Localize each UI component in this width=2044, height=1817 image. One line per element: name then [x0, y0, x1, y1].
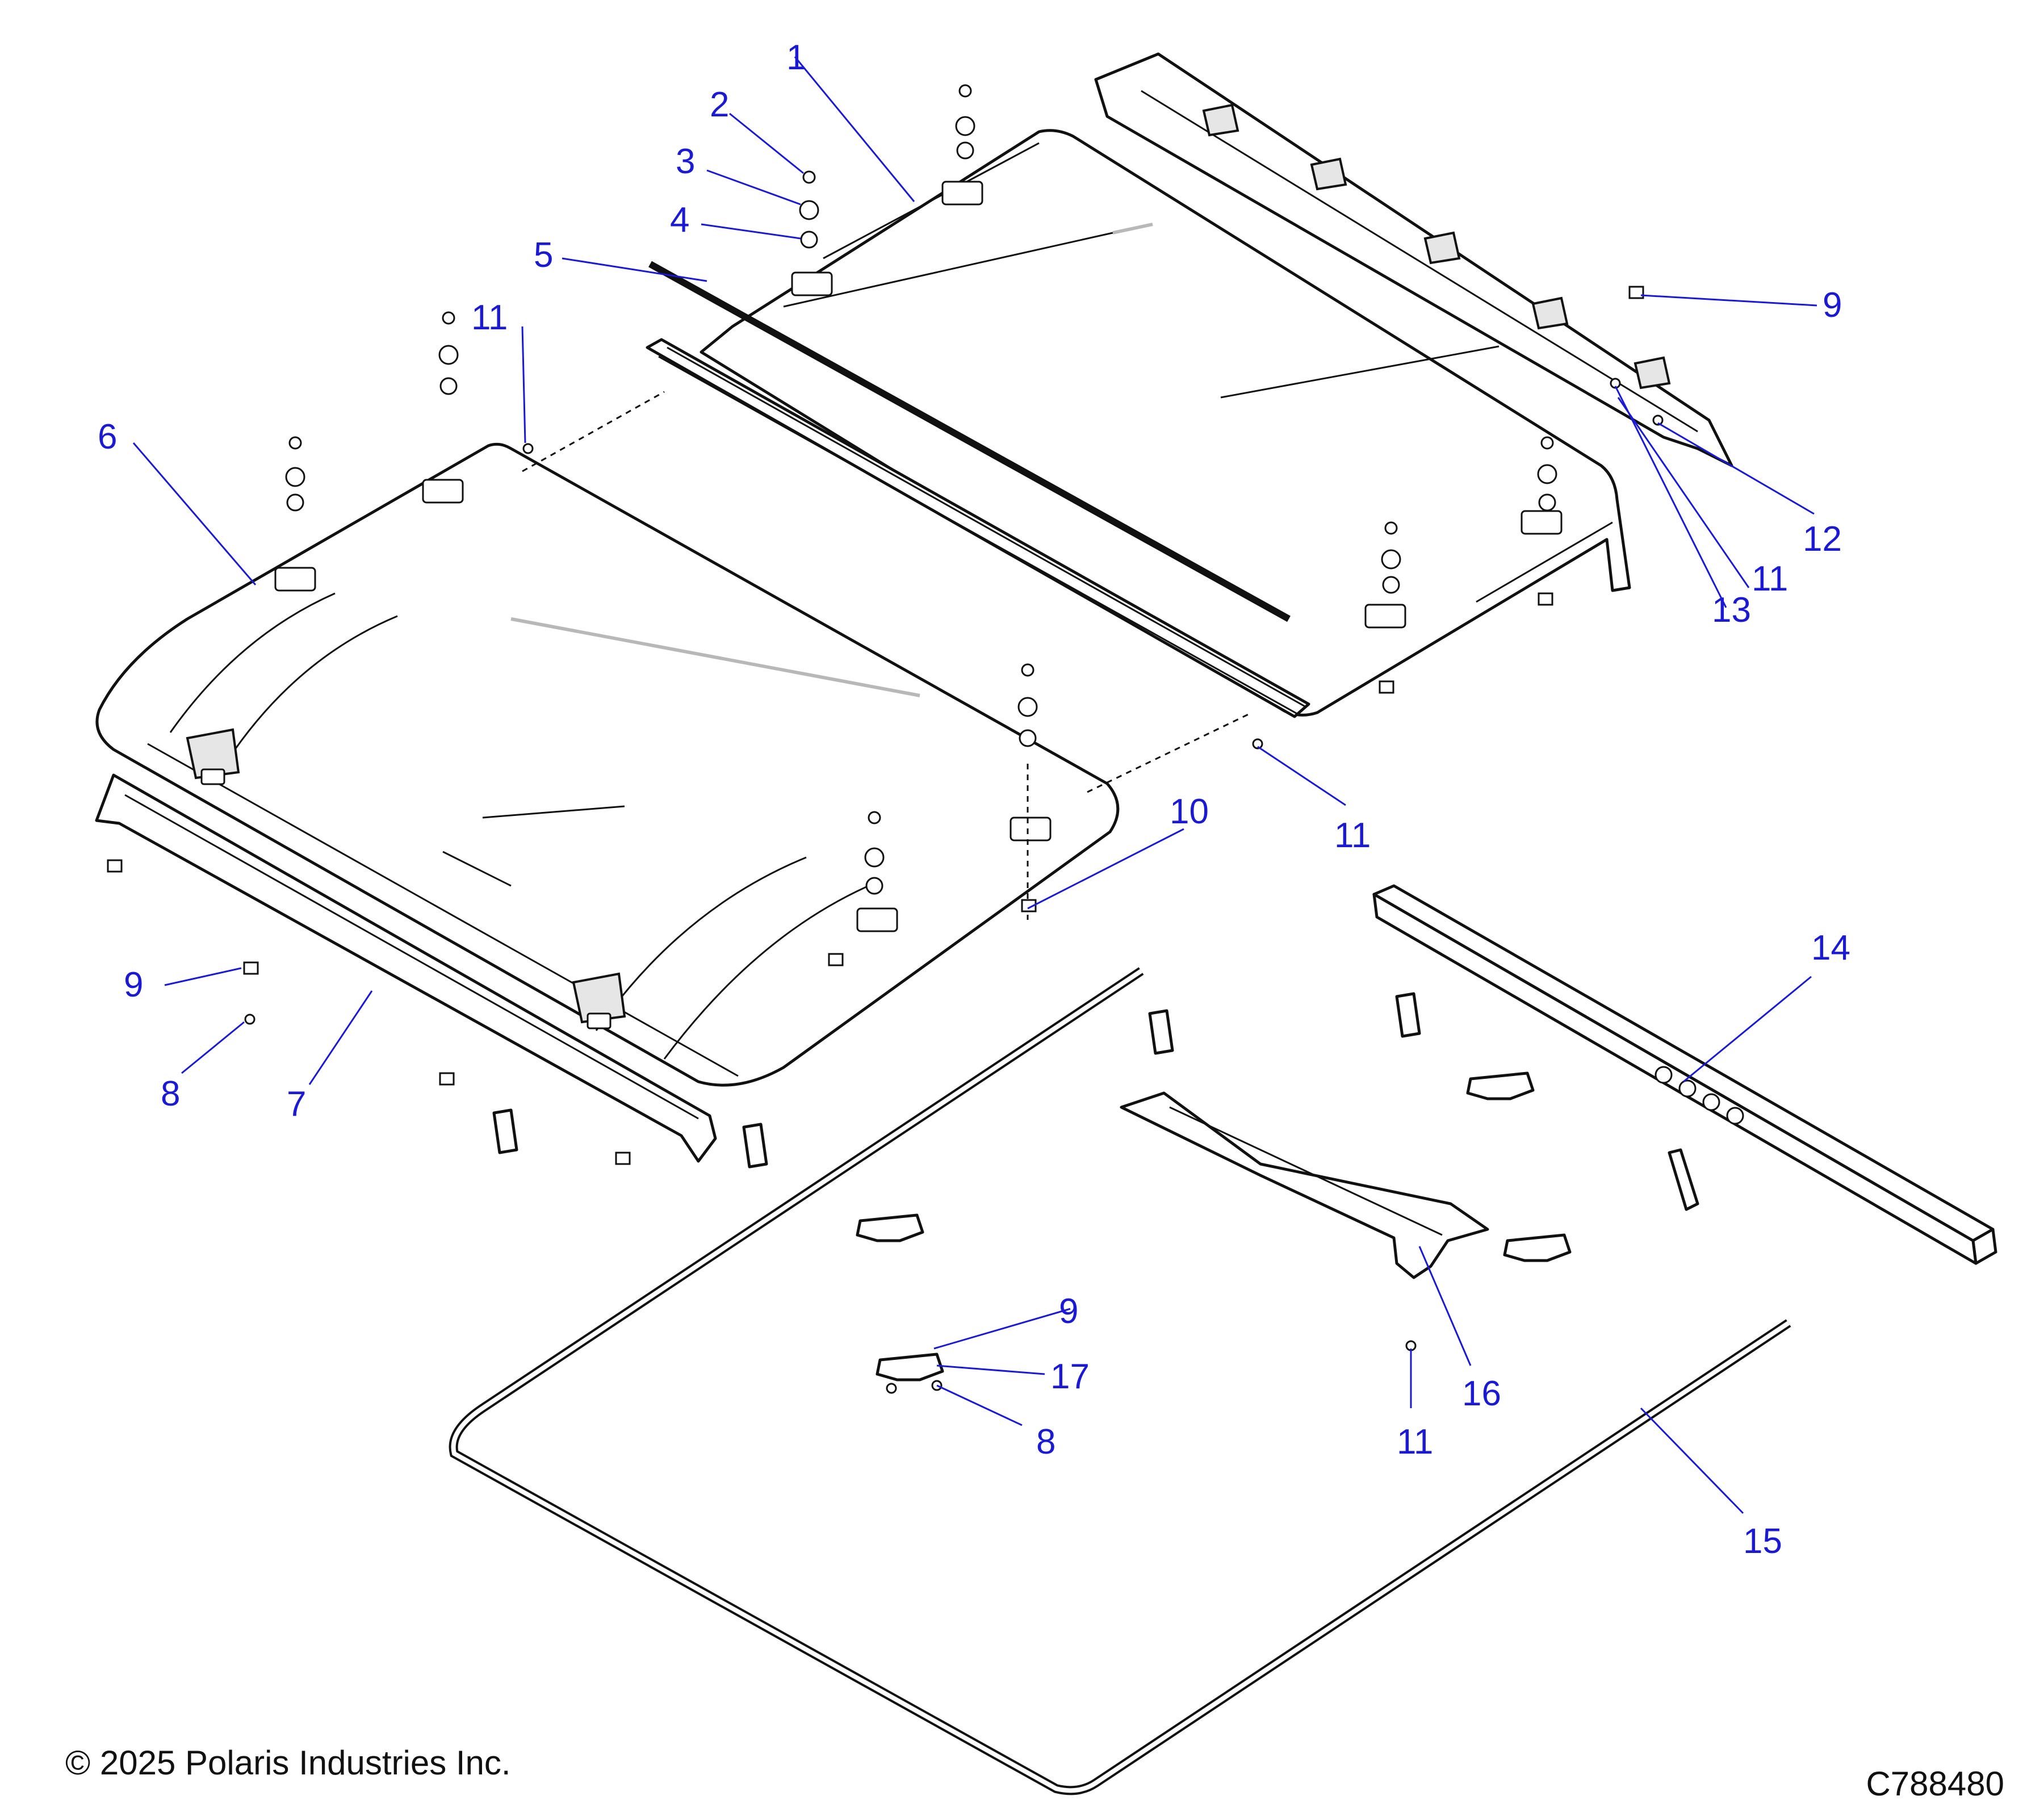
roof-rear-panel: [700, 129, 1631, 717]
callout-17: 17: [1050, 1357, 1090, 1396]
callout-1: 1: [786, 38, 806, 77]
figure-id: C788480: [1866, 1765, 2004, 1803]
center-rail: [646, 338, 1310, 718]
support-beam: [1372, 884, 1997, 1265]
callout-5: 5: [534, 236, 553, 275]
callout-14: 14: [1811, 928, 1850, 968]
callout-11: 11: [1752, 559, 1788, 598]
copyright-notice: © 2025 Polaris Industries Inc.: [65, 1744, 511, 1782]
fasteners: [107, 84, 1664, 1394]
seal-strip: [648, 261, 1291, 622]
callout-15: 15: [1743, 1522, 1782, 1561]
callout-7: 7: [287, 1085, 306, 1124]
windshield-seal: [449, 967, 1791, 1795]
callout-11: 11: [1334, 816, 1371, 855]
callout-9: 9: [1059, 1292, 1078, 1331]
callout-2: 2: [710, 85, 729, 124]
callout-6: 6: [98, 417, 117, 457]
callout-9: 9: [124, 965, 143, 1004]
callout-8: 8: [1036, 1422, 1055, 1462]
callout-8: 8: [161, 1074, 180, 1113]
callout-4: 4: [670, 200, 689, 240]
callout-13: 13: [1712, 591, 1751, 630]
leader-lines: [132, 56, 1817, 1514]
front-trim: [95, 773, 717, 1163]
callout-10: 10: [1170, 792, 1209, 831]
rear-trim-panel: [1094, 52, 1733, 467]
cross-bracket: [1120, 1091, 1489, 1279]
callout-16: 16: [1462, 1374, 1501, 1413]
roof-front-panel: [95, 391, 1253, 1087]
callout-12: 12: [1803, 520, 1842, 559]
callout-9: 9: [1823, 286, 1842, 325]
callout-11: 11: [471, 298, 508, 337]
callout-3: 3: [676, 142, 695, 181]
callouts: 1 2 3 4 5 11 6 9 12 11 13 10 11 14 9 8 7…: [98, 38, 1850, 1561]
small-brackets: [492, 992, 1699, 1381]
callout-11: 11: [1397, 1422, 1433, 1462]
